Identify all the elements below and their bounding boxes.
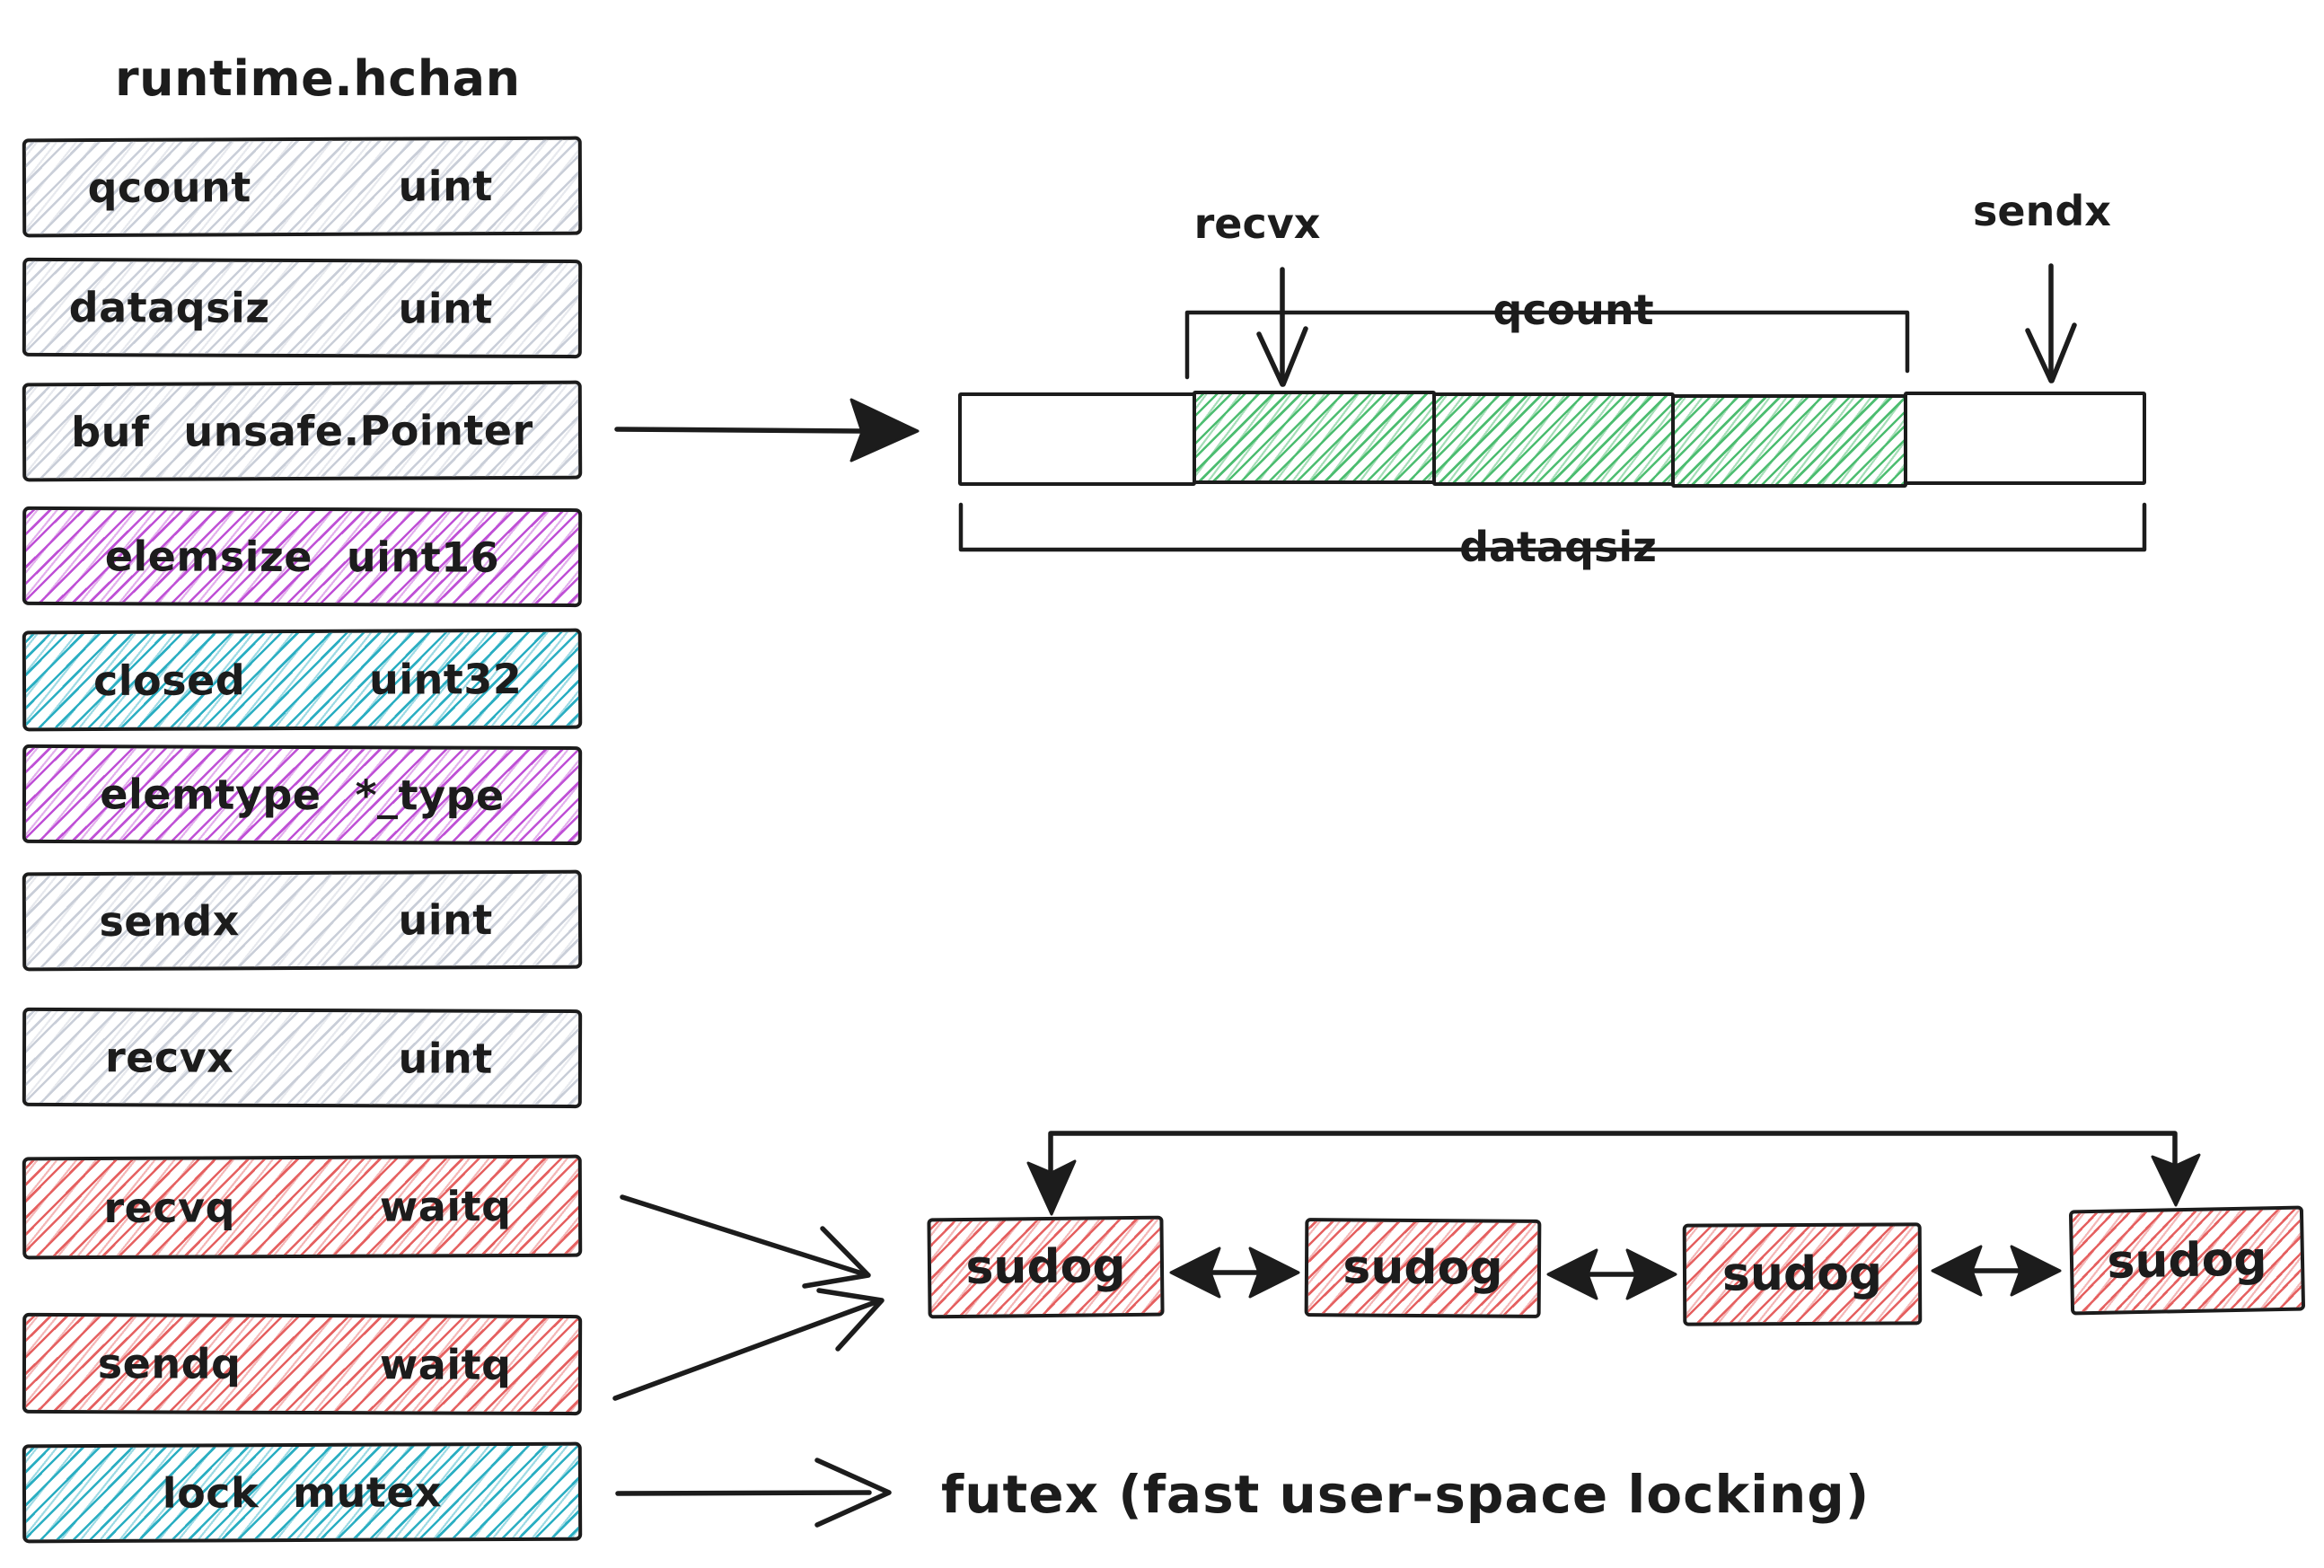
recvq-arrow xyxy=(620,1194,871,1289)
sudog-label: sudog xyxy=(2106,1231,2268,1290)
sudog-node: sudog xyxy=(1304,1218,1542,1318)
ring-buffer xyxy=(958,391,2146,488)
field-name: dataqsiz xyxy=(68,283,270,332)
field-row-qcount: qcount uint xyxy=(22,136,583,238)
waitlist-head-tail-connector xyxy=(1026,1131,2201,1216)
field-type: unsafe.Pointer xyxy=(183,405,533,456)
field-name: elemsize xyxy=(104,532,313,582)
sendx-pointer-label: sendx xyxy=(1973,187,2111,235)
sendq-arrow xyxy=(612,1288,885,1401)
field-name: recvx xyxy=(104,1033,234,1082)
field-type: uint xyxy=(398,162,493,211)
sudog-label: sudog xyxy=(965,1239,1126,1295)
sudog-label: sudog xyxy=(1342,1240,1503,1296)
field-row-buf: buf unsafe.Pointer xyxy=(22,380,583,482)
field-row-sendx: sendx uint xyxy=(22,869,583,972)
field-type: uint16 xyxy=(346,533,500,582)
lock-futex-arrow xyxy=(615,1458,892,1528)
qcount-span-label: qcount xyxy=(1492,286,1654,334)
field-name: recvq xyxy=(103,1183,236,1232)
sudog-link-arrow xyxy=(1546,1248,1677,1300)
buf-arrow xyxy=(614,398,920,462)
buffer-cell-filled xyxy=(1432,392,1675,486)
field-name: closed xyxy=(92,656,246,706)
field-row-dataqsiz: dataqsiz uint xyxy=(22,257,583,359)
sudog-node: sudog xyxy=(1682,1222,1923,1326)
field-row-elemtype: elemtype *_type xyxy=(22,744,583,846)
field-type: uint xyxy=(398,284,493,333)
field-name: sendq xyxy=(97,1339,242,1388)
buffer-cell-filled xyxy=(1193,391,1436,484)
field-type: uint xyxy=(398,1034,493,1083)
field-name: elemtype xyxy=(100,770,321,820)
field-type: waitq xyxy=(379,1340,512,1389)
field-row-sendq: sendq waitq xyxy=(22,1312,583,1416)
buffer-cell-filled xyxy=(1671,394,1907,488)
field-row-recvq: recvq waitq xyxy=(22,1154,583,1260)
field-name: lock xyxy=(162,1468,260,1518)
field-row-closed: closed uint32 xyxy=(22,628,583,732)
field-row-elemsize: elemsize uint16 xyxy=(22,506,583,608)
field-type: uint xyxy=(398,895,493,945)
field-type: waitq xyxy=(379,1181,512,1231)
recvx-arrow xyxy=(1256,267,1308,387)
sudog-node: sudog xyxy=(2068,1205,2306,1316)
field-name: qcount xyxy=(87,163,251,213)
recvx-pointer-label: recvx xyxy=(1193,199,1321,248)
sudog-link-arrow xyxy=(1931,1245,2062,1297)
sudog-link-arrow xyxy=(1169,1246,1300,1299)
field-type: *_type xyxy=(355,771,505,820)
field-row-recvx: recvx uint xyxy=(22,1007,583,1109)
field-type: uint32 xyxy=(368,654,523,704)
page-title: runtime.hchan xyxy=(115,50,521,107)
sendx-arrow xyxy=(2025,263,2077,383)
field-row-lock: lock mutex xyxy=(22,1441,583,1544)
field-name: buf xyxy=(71,407,150,457)
dataqsiz-span-label: dataqsiz xyxy=(1459,523,1657,571)
field-type: mutex xyxy=(292,1467,443,1518)
field-name: sendx xyxy=(99,896,240,946)
sudog-label: sudog xyxy=(1721,1246,1883,1302)
buffer-cell-empty xyxy=(1904,392,2146,485)
futex-note: futex (fast user-space locking) xyxy=(941,1464,1871,1525)
buffer-cell-empty xyxy=(958,392,1196,486)
sudog-node: sudog xyxy=(927,1215,1165,1319)
